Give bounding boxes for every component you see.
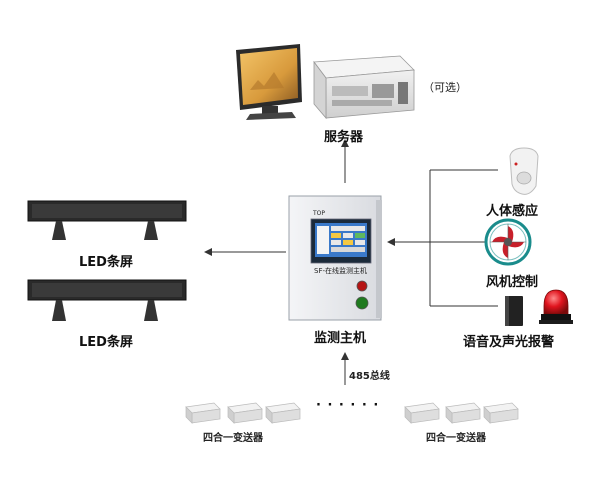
- led-top-label: LED条屏: [79, 255, 133, 270]
- fan-control-label: 风机控制: [486, 275, 539, 290]
- led-bottom-label: LED条屏: [79, 335, 133, 350]
- fan-icon: [484, 218, 532, 266]
- alarm-light-icon: [539, 289, 573, 324]
- speaker-icon: [505, 296, 523, 326]
- transmitter-right-label: 四合一变送器: [426, 433, 486, 444]
- transmitter-group-left: [185, 402, 301, 424]
- transmitter-group-right: [404, 402, 519, 424]
- bus-label: 485总线: [349, 371, 390, 382]
- monitor-icon: [236, 44, 302, 120]
- transmitter-box: [483, 402, 519, 424]
- transmitter-left-label: 四合一变送器: [203, 433, 263, 444]
- host-label: 监测主机: [314, 331, 367, 346]
- motion-sensor-icon: [509, 147, 539, 195]
- alarm-label: 语音及声光报警: [463, 335, 555, 350]
- led-panel-bottom: [27, 279, 187, 321]
- transmitter-box: [404, 402, 440, 424]
- server-optional-note: （可选）: [423, 81, 467, 94]
- red-indicator-light: [356, 280, 368, 292]
- device-connector: [387, 169, 498, 307]
- green-button: [355, 296, 369, 310]
- rack-server-icon: [313, 55, 415, 120]
- monitoring-host-cabinet: [288, 195, 382, 321]
- transmitter-box: [265, 402, 301, 424]
- bus-ellipsis: · · · · · ·: [316, 398, 380, 413]
- motion-sensor-label: 人体感应: [486, 204, 539, 219]
- transmitter-box: [445, 402, 481, 424]
- host-top-tag: TOP: [313, 210, 326, 217]
- server-label: 服务器: [324, 130, 364, 145]
- server-node: [236, 44, 415, 120]
- transmitter-box: [185, 402, 221, 424]
- led-panel-top: [27, 200, 187, 240]
- host-screen-caption: SF-在线监测主机: [314, 267, 367, 275]
- transmitter-box: [227, 402, 263, 424]
